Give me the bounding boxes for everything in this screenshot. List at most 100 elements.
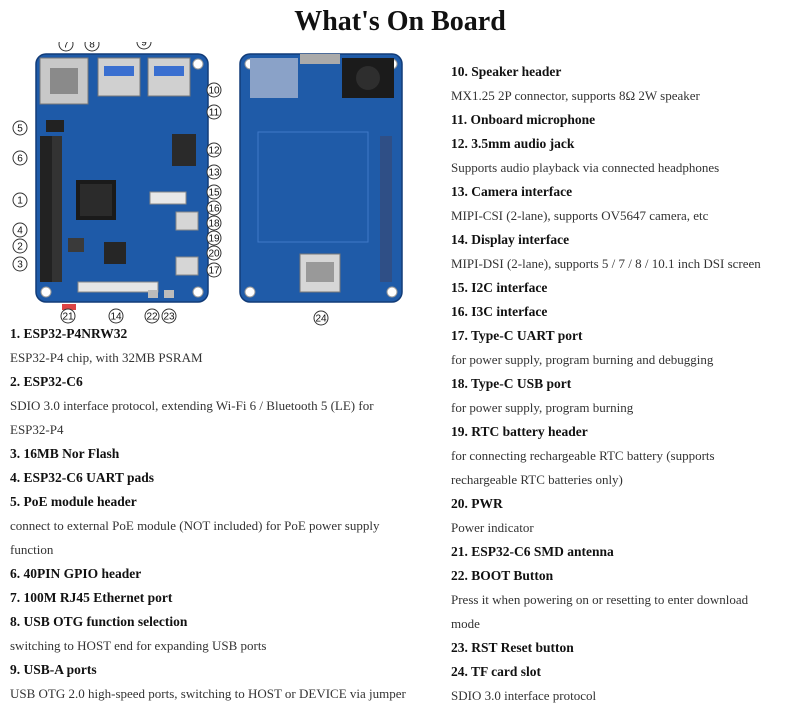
feature-desc: MIPI-DSI (2-lane), supports 5 / 7 / 8 / … [451,256,761,271]
feature-19: 19. RTC battery header for connecting re… [451,420,796,492]
feature-list-left: 1. ESP32-P4NRW32 ESP32-P4 chip, with 32M… [10,322,438,706]
callout-14: 14 [108,308,124,324]
feature-desc: USB OTG 2.0 high-speed ports, switching … [10,686,406,701]
feature-22: 22. BOOT Button Press it when powering o… [451,564,796,636]
feature-desc: SDIO 3.0 interface protocol, extending W… [10,398,374,413]
feature-desc: MIPI-CSI (2-lane), supports OV5647 camer… [451,208,709,223]
feature-heading: 12. 3.5mm audio jack [451,136,575,151]
callout-9: 9 [136,42,152,50]
svg-text:11: 11 [209,108,220,119]
feature-list-right: 10. Speaker header MX1.25 2P connector, … [451,60,796,708]
feature-14: 14. Display interface MIPI-DSI (2-lane),… [451,228,796,276]
callout-21: 21 [60,308,76,324]
callout-15: 15 [206,184,222,200]
callout-13: 13 [206,164,222,180]
svg-text:4: 4 [17,226,23,237]
callout-22: 22 [144,308,160,324]
feature-16: 16. I3C interface [451,300,796,324]
svg-text:12: 12 [208,146,220,157]
feature-desc: ESP32-P4 chip, with 32MB PSRAM [10,350,203,365]
svg-text:5: 5 [17,124,23,135]
callout-5: 5 [12,120,28,136]
callout-7: 7 [58,42,74,52]
svg-text:19: 19 [208,234,220,245]
feature-desc: MX1.25 2P connector, supports 8Ω 2W spea… [451,88,700,103]
callout-19: 19 [206,230,222,246]
feature-heading: 6. 40PIN GPIO header [10,566,142,581]
feature-heading: 21. ESP32-C6 SMD antenna [451,544,614,559]
feature-desc: rechargeable RTC batteries only) [451,472,623,487]
feature-heading: 14. Display interface [451,232,570,247]
page-title: What's On Board [294,6,506,37]
feature-heading: 4. ESP32-C6 UART pads [10,470,155,485]
feature-desc: ESP32-P4 [10,422,64,437]
feature-13: 13. Camera interface MIPI-CSI (2-lane), … [451,180,796,228]
svg-text:14: 14 [110,312,122,323]
callout-10: 10 [206,82,222,98]
feature-24: 24. TF card slot SDIO 3.0 interface prot… [451,660,796,708]
callout-1: 1 [12,192,28,208]
board-illustration: 1 2 3 4 5 6 7 8 9 10 11 12 13 14 15 16 1… [12,42,403,326]
feature-2: 2. ESP32-C6 SDIO 3.0 interface protocol,… [10,370,438,442]
feature-heading: 13. Camera interface [451,184,573,199]
callout-8: 8 [84,42,100,52]
board-back [239,53,403,303]
svg-text:18: 18 [208,219,220,230]
feature-12: 12. 3.5mm audio jack Supports audio play… [451,132,796,180]
callout-17: 17 [206,262,222,278]
feature-desc: for connecting rechargeable RTC battery … [451,448,715,463]
feature-heading: 8. USB OTG function selection [10,614,188,629]
feature-6: 6. 40PIN GPIO header [10,562,438,586]
callout-6: 6 [12,150,28,166]
svg-text:21: 21 [62,312,74,323]
feature-desc: switching to HOST end for expanding USB … [10,638,267,653]
callout-16: 16 [206,200,222,216]
board-front [35,53,209,310]
svg-text:8: 8 [89,42,95,51]
callout-2: 2 [12,238,28,254]
feature-heading: 17. Type-C UART port [451,328,583,343]
feature-desc: Power indicator [451,520,534,535]
feature-4: 4. ESP32-C6 UART pads [10,466,438,490]
callout-23: 23 [161,308,177,324]
svg-text:15: 15 [208,188,220,199]
svg-text:6: 6 [17,154,23,165]
callout-12: 12 [206,142,222,158]
feature-heading: 9. USB-A ports [10,662,97,677]
callout-20: 20 [206,245,222,261]
callout-markers: 1 2 3 4 5 6 7 8 9 10 11 12 13 14 15 16 1… [12,42,329,326]
svg-text:16: 16 [208,204,220,215]
feature-desc: connect to external PoE module (NOT incl… [10,518,380,533]
feature-heading: 20. PWR [451,496,503,511]
callout-11: 11 [206,104,222,120]
svg-text:7: 7 [63,42,69,51]
feature-9: 9. USB-A ports USB OTG 2.0 high-speed po… [10,658,438,706]
feature-heading: 18. Type-C USB port [451,376,572,391]
feature-18: 18. Type-C USB port for power supply, pr… [451,372,796,420]
feature-17: 17. Type-C UART port for power supply, p… [451,324,796,372]
svg-text:22: 22 [146,312,158,323]
svg-text:23: 23 [163,312,175,323]
feature-11: 11. Onboard microphone [451,108,796,132]
feature-heading: 19. RTC battery header [451,424,588,439]
feature-desc: mode [451,616,480,631]
feature-desc: SDIO 3.0 interface protocol [451,688,597,703]
feature-heading: 23. RST Reset button [451,640,574,655]
feature-desc: for power supply, program burning [451,400,634,415]
feature-desc: for power supply, program burning and de… [451,352,714,367]
feature-10: 10. Speaker header MX1.25 2P connector, … [451,60,796,108]
feature-desc: Press it when powering on or resetting t… [451,592,749,607]
feature-heading: 15. I2C interface [451,280,548,295]
feature-heading: 7. 100M RJ45 Ethernet port [10,590,173,605]
feature-8: 8. USB OTG function selection switching … [10,610,438,658]
callout-24: 24 [313,310,329,326]
feature-desc: Supports audio playback via connected he… [451,160,720,175]
feature-desc: function [10,542,54,557]
feature-heading: 24. TF card slot [451,664,541,679]
feature-heading: 16. I3C interface [451,304,548,319]
feature-23: 23. RST Reset button [451,636,796,660]
feature-1: 1. ESP32-P4NRW32 ESP32-P4 chip, with 32M… [10,322,438,370]
feature-7: 7. 100M RJ45 Ethernet port [10,586,438,610]
svg-text:2: 2 [17,242,23,253]
feature-heading: 3. 16MB Nor Flash [10,446,120,461]
